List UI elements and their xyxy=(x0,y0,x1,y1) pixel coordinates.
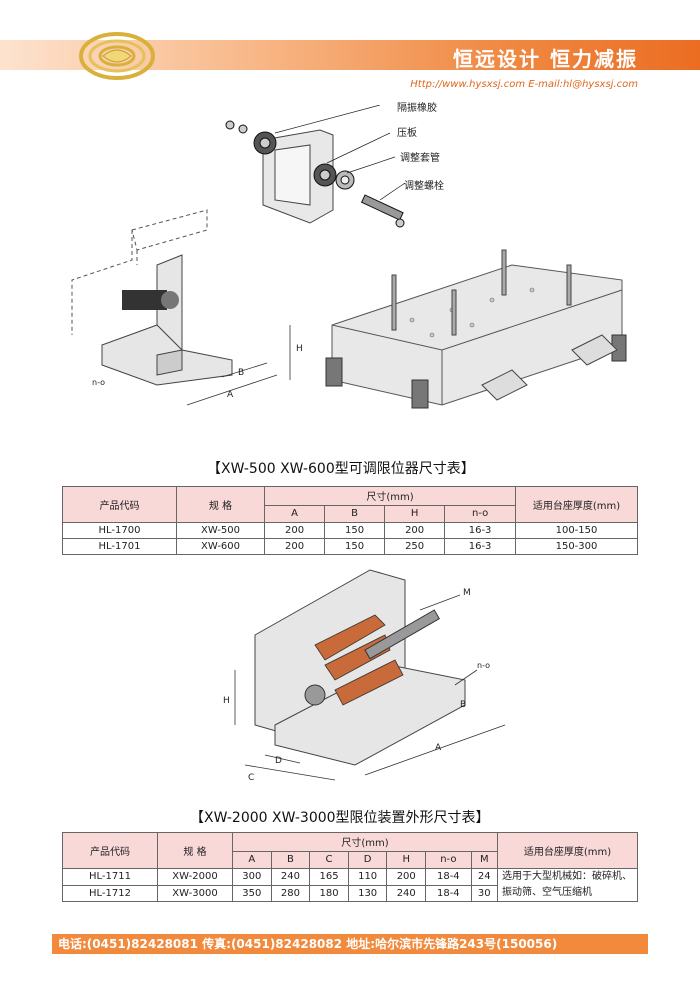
cell-thick: 150-300 xyxy=(515,538,638,555)
table1-col-thick: 适用台座厚度(mm) xyxy=(515,486,638,523)
dim2-a-label: A xyxy=(435,743,442,753)
cell-code: HL-1712 xyxy=(62,884,158,902)
callout-plate: 压板 xyxy=(397,128,417,139)
table2-sub-no: n-o xyxy=(425,850,472,870)
cell-b: 280 xyxy=(270,884,311,902)
dim2-m-label: M xyxy=(463,588,471,598)
cell-h: 200 xyxy=(386,868,427,886)
cell-no: 16-3 xyxy=(444,522,516,539)
cell-spec: XW-2000 xyxy=(157,868,233,886)
table1-sub-b: B xyxy=(324,504,386,524)
cell-a: 350 xyxy=(232,884,272,902)
cell-b: 150 xyxy=(324,538,386,555)
table1: 产品代码 规 格 尺寸(mm) 适用台座厚度(mm) A B H n-o HL-… xyxy=(62,486,638,555)
company-logo xyxy=(79,32,155,80)
cell-a: 200 xyxy=(263,522,326,539)
table2-sub-a: A xyxy=(232,850,272,870)
table2-sub-d: D xyxy=(347,850,388,870)
callout-bolt: 调整螺栓 xyxy=(404,181,444,192)
table-row: HL-1701 XW-600 200 150 250 16-3 150-300 xyxy=(62,538,638,555)
table2-sub-m: M xyxy=(470,850,499,870)
table2-col-code: 产品代码 xyxy=(62,832,158,869)
table2-col-spec: 规 格 xyxy=(157,832,233,869)
callout-rubber: 隔振橡胶 xyxy=(397,103,437,114)
cell-spec: XW-500 xyxy=(176,522,265,539)
table2-title: 【XW-2000 XW-3000型限位装置外形尺寸表】 xyxy=(190,810,490,826)
dim-h-label: H xyxy=(296,344,303,354)
table2-sub-c: C xyxy=(309,850,349,870)
table1-title: 【XW-500 XW-600型可调限位器尺寸表】 xyxy=(207,461,475,477)
cell-no: 18-4 xyxy=(425,868,472,886)
table1-sub-no: n-o xyxy=(444,504,516,524)
cell-spec: XW-3000 xyxy=(157,884,233,902)
cell-b: 240 xyxy=(270,868,311,886)
base-frame-assembly xyxy=(325,249,627,409)
cell-code: HL-1701 xyxy=(62,538,177,555)
dim2-b-label: B xyxy=(460,700,466,710)
dim2-no-label: n-o xyxy=(477,661,490,670)
dim2-c-label: C xyxy=(248,773,254,783)
table1-sub-a: A xyxy=(263,504,326,524)
table2: 产品代码 规 格 尺寸(mm) 适用台座厚度(mm) A B C D H n-o… xyxy=(62,832,638,902)
cell-a: 300 xyxy=(232,868,272,886)
cell-d: 110 xyxy=(347,868,388,886)
limiter-dimension-drawing: A B H n-o xyxy=(71,209,303,406)
table2-sub-b: B xyxy=(270,850,311,870)
callout-sleeve: 调整套管 xyxy=(400,153,440,164)
cell-h: 240 xyxy=(386,884,427,902)
cell-d: 130 xyxy=(347,884,388,902)
table-row: HL-1711 XW-2000 300 240 165 110 200 18-4… xyxy=(62,868,638,902)
cell-b: 150 xyxy=(324,522,386,539)
exploded-view-figure xyxy=(225,105,406,228)
cell-m: 24 xyxy=(470,868,499,886)
header-contact: Http://www.hysxsj.com E-mail:hl@hysxsj.c… xyxy=(410,79,638,90)
dim2-d-label: D xyxy=(275,756,282,766)
cell-code: HL-1711 xyxy=(62,868,158,886)
cell-a: 200 xyxy=(263,538,326,555)
header-slogan: 恒远设计 恒力减振 xyxy=(453,47,638,71)
cell-use-note: 选用于大型机械如：破碎机、振动筛、空气压缩机 xyxy=(497,868,638,902)
dim2-h-label: H xyxy=(223,696,230,706)
table2-col-use: 适用台座厚度(mm) xyxy=(497,832,638,869)
cell-code: HL-1700 xyxy=(62,522,177,539)
table-row: HL-1700 XW-500 200 150 200 16-3 100-150 xyxy=(62,522,638,539)
xw2000-cutaway-drawing: H C D A B M n-o xyxy=(223,569,506,783)
dim-a-label: A xyxy=(227,390,234,400)
cell-h: 250 xyxy=(384,538,446,555)
table1-col-dim: 尺寸(mm) xyxy=(264,486,516,506)
cell-m: 30 xyxy=(470,884,499,902)
cell-no: 16-3 xyxy=(444,538,516,555)
table2-sub-h: H xyxy=(386,850,427,870)
table-row: HL-1712 XW-3000 350 280 180 130 240 18-4… xyxy=(62,884,638,902)
table1-sub-h: H xyxy=(384,504,446,524)
cell-thick: 100-150 xyxy=(515,522,638,539)
cell-h: 200 xyxy=(384,522,446,539)
cell-c: 180 xyxy=(309,884,349,902)
table2-col-dim: 尺寸(mm) xyxy=(232,832,498,852)
cell-no: 18-4 xyxy=(425,884,472,902)
footer-contact-bar: 电话:(0451)82428081 传真:(0451)82428082 地址:哈… xyxy=(52,934,648,954)
cell-spec: XW-600 xyxy=(176,538,265,555)
dim-b-label: B xyxy=(238,368,244,378)
table1-col-code: 产品代码 xyxy=(62,486,177,523)
cell-c: 165 xyxy=(309,868,349,886)
table1-col-spec: 规 格 xyxy=(176,486,265,523)
dim-no-label: n-o xyxy=(92,378,105,387)
